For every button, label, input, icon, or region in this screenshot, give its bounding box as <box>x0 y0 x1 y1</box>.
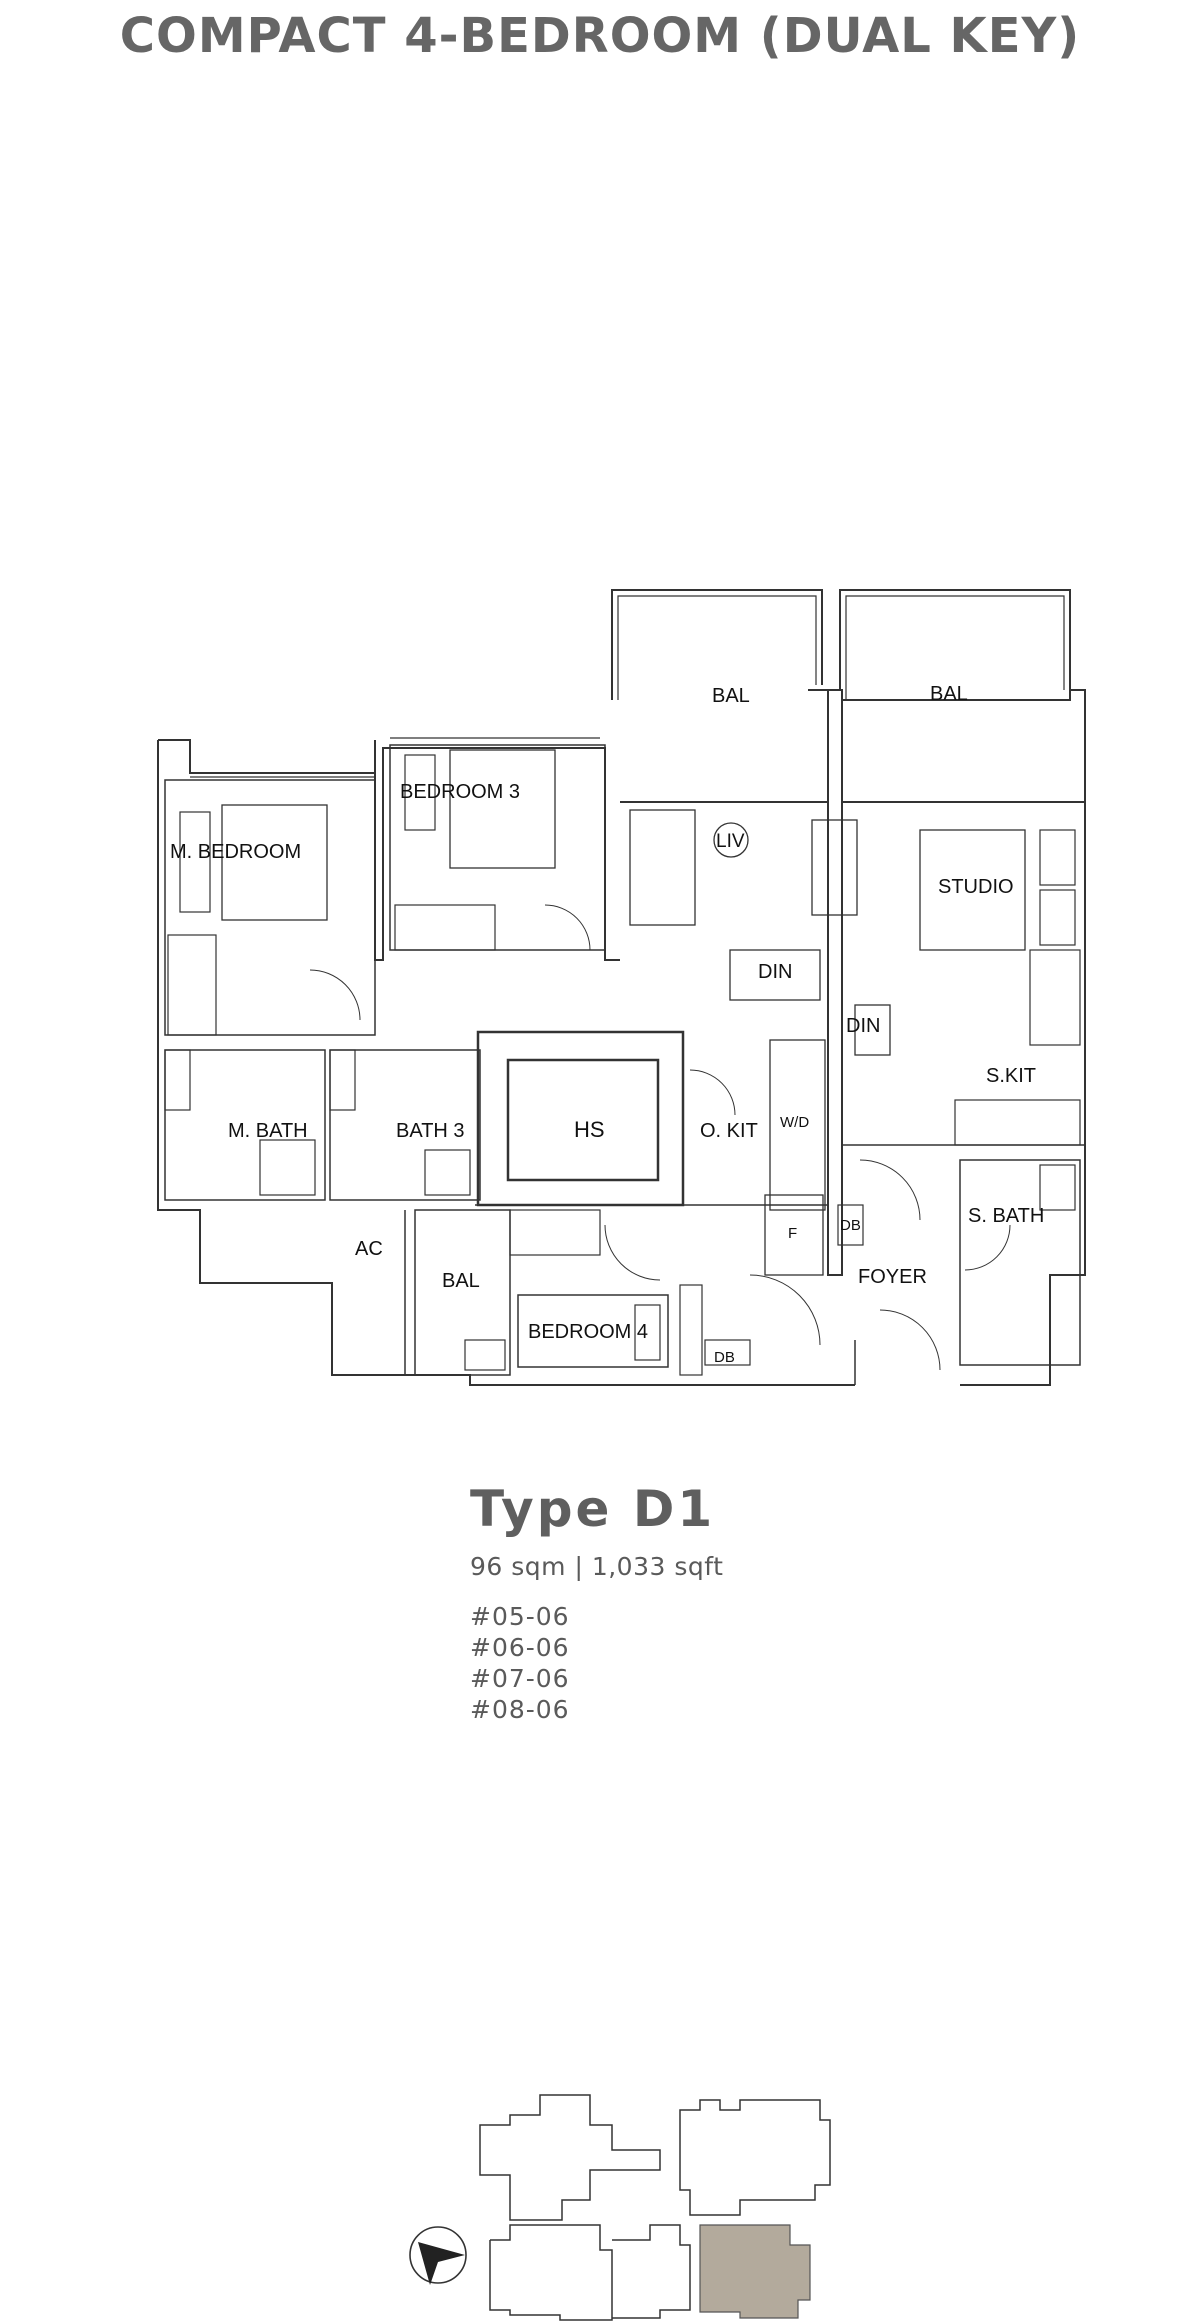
unit-info: Type D1 96 sqm | 1,033 sqft #05-06 #06-0… <box>470 1480 723 1725</box>
keyplan-block-lower-left <box>489 2224 613 2321</box>
room-label-m-bedroom: M. BEDROOM <box>170 841 301 863</box>
room-label-ac: AC <box>355 1238 383 1260</box>
keyplan-block-lower-mid <box>612 2224 691 2319</box>
page-title: COMPACT 4-BEDROOM (DUAL KEY) <box>119 8 1081 64</box>
room-label-bal-left: BAL <box>712 685 750 707</box>
room-label-s-bath: S. BATH <box>968 1205 1044 1227</box>
unit-type: Type D1 <box>470 1480 716 1538</box>
room-label-bedroom4: BEDROOM 4 <box>528 1321 648 1343</box>
unit-number: #06-06 <box>470 1633 570 1662</box>
room-label-bedroom3: BEDROOM 3 <box>400 781 520 803</box>
room-label-o-kit: O. KIT <box>700 1120 758 1142</box>
north-arrow-pointer <box>418 2242 465 2285</box>
unit-number: #08-06 <box>470 1695 570 1724</box>
floor-plan: BAL BAL BEDROOM 3 M. BEDROOM LIV DIN DIN… <box>157 589 1086 1386</box>
room-label-din-main: DIN <box>758 961 792 983</box>
unit-number-list: #05-06 #06-06 #07-06 #08-06 <box>470 1601 723 1725</box>
keyplan-block-upper-left <box>479 2094 661 2221</box>
room-label-liv: LIV <box>716 831 745 852</box>
room-label-db-bottom: DB <box>714 1349 735 1366</box>
unit-area: 96 sqm | 1,033 sqft <box>470 1552 724 1581</box>
keyplan-highlighted-unit <box>699 2224 811 2319</box>
room-label-hs: HS <box>574 1117 605 1142</box>
room-label-bal-small: BAL <box>442 1270 480 1292</box>
room-label-m-bath: M. BATH <box>228 1120 308 1142</box>
room-label-din-studio: DIN <box>846 1015 880 1037</box>
room-label-wd: W/D <box>780 1114 809 1131</box>
liv-marker <box>713 822 749 858</box>
room-label-foyer: FOYER <box>858 1266 927 1288</box>
keyplan-block-upper-right <box>679 2099 831 2216</box>
room-label-f: F <box>788 1225 797 1242</box>
room-label-studio: STUDIO <box>938 876 1014 898</box>
north-arrow-icon <box>409 2226 467 2284</box>
room-label-bath3: BATH 3 <box>396 1120 465 1142</box>
room-label-bal-right: BAL <box>930 683 968 705</box>
unit-number: #05-06 <box>470 1602 570 1631</box>
unit-number: #07-06 <box>470 1664 570 1693</box>
room-label-db-kitchen: DB <box>840 1217 861 1234</box>
room-label-s-kit: S.KIT <box>986 1065 1036 1087</box>
